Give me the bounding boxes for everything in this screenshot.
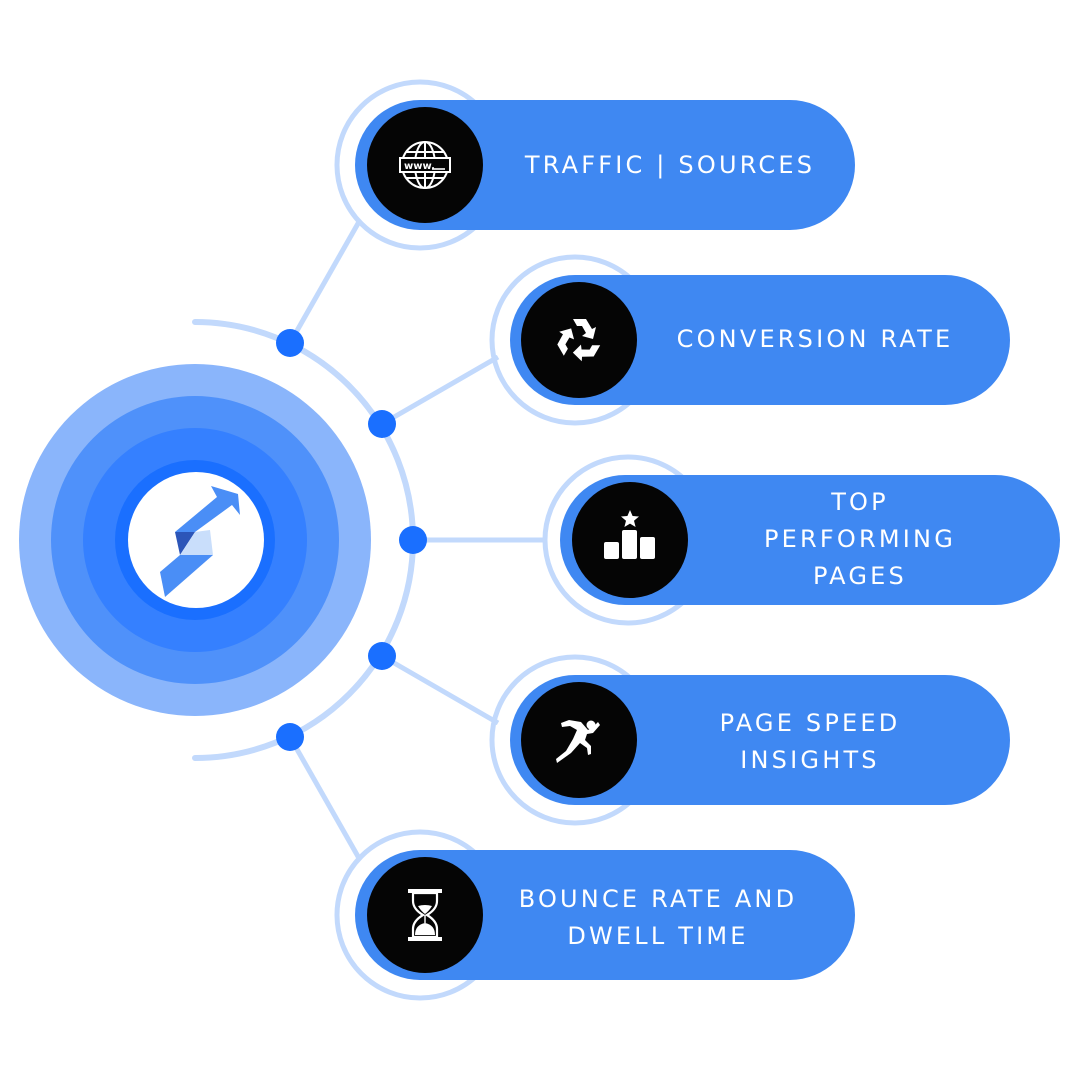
node-bounce-rate-dwell-time[interactable]	[276, 723, 304, 751]
node-conversion-rate[interactable]	[368, 410, 396, 438]
spoke-traffic-sources	[287, 218, 363, 345]
label-conversion-rate: CONVERSION RATE	[630, 321, 1000, 358]
label-line: DWELL TIME	[567, 922, 749, 950]
svg-text:www.: www.	[404, 161, 435, 172]
pill-top-performing-pages[interactable]	[560, 475, 1060, 605]
label-line: CONVERSION RATE	[676, 325, 954, 353]
label-line: PAGE SPEED	[719, 709, 901, 737]
globe-www-icon: www.	[399, 141, 451, 189]
label-line: TRAFFIC | SOURCES	[524, 151, 816, 179]
pill-bounce-rate-dwell-time[interactable]	[355, 850, 855, 980]
label-line: PAGES	[813, 562, 907, 590]
spoke-bounce-rate-dwell-time	[287, 735, 363, 862]
label-line: BOUNCE RATE AND	[518, 885, 798, 913]
hourglass-icon	[408, 889, 442, 941]
pill-traffic-sources[interactable]	[355, 100, 855, 230]
label-line: INSIGHTS	[740, 746, 880, 774]
podium-star-icon	[604, 510, 655, 559]
icon-badge-conversion-rate	[521, 282, 637, 398]
node-page-speed-insights[interactable]	[368, 642, 396, 670]
recycle-icon	[557, 319, 601, 362]
spoke-page-speed-insights	[380, 653, 500, 726]
pill-page-speed-insights[interactable]	[510, 675, 1010, 805]
label-line: PERFORMING	[763, 525, 957, 553]
label-page-speed-insights: PAGE SPEED INSIGHTS	[650, 705, 970, 779]
label-traffic-sources: TRAFFIC | SOURCES	[480, 147, 860, 184]
connector-spokes	[287, 218, 545, 862]
label-bounce-rate-dwell-time: BOUNCE RATE AND DWELL TIME	[478, 881, 838, 955]
trend-arrow-logo-icon	[160, 486, 240, 597]
node-traffic-sources[interactable]	[276, 329, 304, 357]
spoke-conversion-rate	[380, 354, 500, 427]
runner-icon	[556, 720, 600, 763]
pill-conversion-rate[interactable]	[510, 275, 1010, 405]
label-line: TOP	[831, 488, 889, 516]
label-top-performing-pages: TOP PERFORMING PAGES	[700, 484, 1020, 595]
node-top-performing-pages[interactable]	[399, 526, 427, 554]
